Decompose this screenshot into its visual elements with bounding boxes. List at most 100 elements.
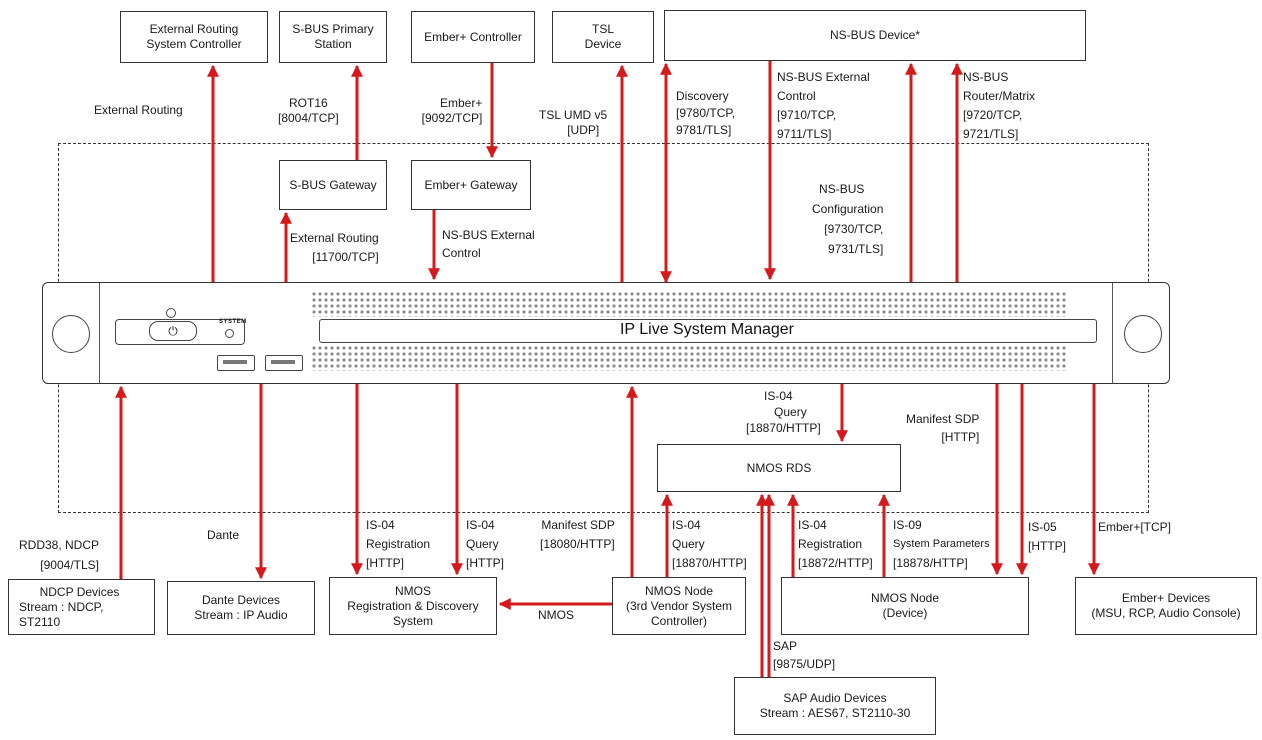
label-line: Control [777,89,816,103]
box-line: S-BUS Gateway [289,177,377,192]
box-line: S-BUS Primary [292,22,374,36]
label-line: IS-04 [672,518,701,532]
label-line: IS-04 [366,518,395,532]
label-line: IS-04 [798,518,827,532]
box-line: Stream : AES67, ST2110-30 [759,706,911,720]
box-line: NS-BUS Device* [829,28,921,42]
label-line: Query [774,405,807,419]
label-line: SAP [773,639,798,653]
label-line: [HTTP] [1028,539,1066,553]
label-line: Discovery [676,89,729,103]
sap-audio-devices-box: SAP Audio Devices Stream : AES67, ST2110… [734,677,936,735]
label-line: Manifest SDP [906,412,980,426]
box-line: NMOS Node [644,583,714,598]
box-line: NDCP Devices [39,584,120,599]
label-is04-query-left: IS-04 Query [HTTP] [466,516,504,573]
label-line: IS-09 [893,518,922,532]
box-line: TSL [591,22,614,36]
usb-port-1 [217,355,255,371]
usb-port-2 [265,355,303,371]
label-line: IS-04 [764,389,793,403]
label-line: Query [466,537,499,551]
label-nsbus-router: NS-BUS Router/Matrix [9720/TCP, 9721/TLS… [963,68,1035,144]
box-line: Station [314,37,352,51]
label-line: [HTTP] [366,556,404,570]
server-title: IP Live System Manager [619,321,794,338]
label-line: [HTTP] [941,430,980,444]
label-external-routing-gw: External Routing [11700/TCP] [290,229,379,267]
label-line: IS-05 [1028,520,1057,534]
label-line: Control [442,246,481,260]
power-led [166,308,176,318]
box-line: Stream : IP Audio [194,608,288,622]
label-line: Registration [798,537,863,551]
label-line: External Routing [94,103,183,117]
label-line: System Parameters [893,538,990,550]
label-line: [9092/TCP] [421,111,483,125]
box-line: Registration & Discovery [347,598,479,613]
ember-gateway-box: Ember+ Gateway [411,160,531,210]
label-line: Ember+[TCP] [1098,520,1172,534]
label-line: NS-BUS [963,70,1009,84]
tsl-device-box: TSL Device [552,11,654,63]
label-ember-plus: Ember+ [9092/TCP] [414,96,483,126]
sbus-gateway-box: S-BUS Gateway [279,160,387,210]
label-line: NMOS [538,608,574,622]
sbus-primary-station-box: S-BUS Primary Station [279,11,387,63]
label-rdd38-ndcp: RDD38, NDCP [9004/TLS] [19,535,99,575]
box-line: External Routing [149,22,239,36]
label-tsl-umd: TSL UMD v5 [UDP] [539,108,607,138]
box-line: Ember+ Controller [424,29,522,44]
box-line: Dante Devices [201,593,281,607]
box-line: NMOS RDS [746,460,812,475]
box-line: SAP Audio Devices [783,691,887,705]
label-line: 9721/TLS] [963,127,1019,141]
nmos-rds-box: NMOS RDS [657,444,901,492]
nsbus-device-box: NS-BUS Device* [664,10,1086,61]
box-line: Device [584,37,622,51]
box-line: NMOS Node [870,591,940,605]
label-nsbus-external-control-gw: NS-BUS External Control [442,226,535,262]
label-line: 9781/TLS] [676,123,732,137]
label-rot16: ROT16 [8004/TCP] [278,96,339,126]
label-is09: IS-09 System Parameters [18878/HTTP] [893,516,990,573]
box-line: ST2110 [19,614,61,629]
label-nsbus-external-control: NS-BUS External Control [9710/TCP, 9711/… [777,68,870,144]
ember-controller-box: Ember+ Controller [411,11,535,63]
label-sap: SAP [9875/UDP] [773,637,835,673]
left-rack-knob [52,315,90,353]
system-indicator-label: SYSTEM [219,319,247,325]
box-line: Stream : NDCP, [19,599,104,614]
label-line: NS-BUS External [442,228,535,242]
box-line: (Device) [882,606,928,620]
label-manifest-sdp-mid: Manifest SDP [18080/HTTP] [540,516,615,554]
label-line: [9730/TCP, [824,222,884,236]
nmos-node-3rd-vendor-box: NMOS Node (3rd Vendor System Controller) [612,577,746,635]
box-line: (MSU, RCP, Audio Console) [1091,606,1241,620]
label-is04-query-mid: IS-04 Query [18870/HTTP] [672,516,747,573]
label-line: NS-BUS [819,182,865,196]
label-line: [9710/TCP, [777,108,837,122]
ember-devices-box: Ember+ Devices (MSU, RCP, Audio Console) [1075,577,1257,635]
vent-grille-top [311,291,1067,317]
label-line: [18870/HTTP] [672,556,747,570]
label-line: [18872/HTTP] [798,556,873,570]
label-line: 9711/TLS] [777,127,832,141]
label-line: [8004/TCP] [278,111,339,125]
label-line: RDD38, NDCP [19,538,100,552]
ndcp-devices-box: NDCP Devices Stream : NDCP, ST2110 [8,579,155,635]
box-line: NMOS [395,583,431,598]
label-line: IS-04 [466,518,495,532]
power-button[interactable]: ⏻ [149,321,197,341]
front-label-panel [319,319,1097,343]
label-line: TSL UMD v5 [539,108,608,122]
label-dante: Dante [207,528,239,543]
label-line: Ember+ [440,96,483,110]
label-line: [9780/TCP, [676,106,736,120]
right-rack-ear [1112,283,1169,383]
box-line: System [392,613,433,628]
nmos-registration-discovery-box: NMOS Registration & Discovery System [329,577,497,635]
nmos-node-device-box: NMOS Node (Device) [781,577,1029,635]
ip-live-system-manager-server: ⏻ SYSTEM IP Live System Manager [42,282,1170,384]
right-rack-knob [1124,315,1162,353]
